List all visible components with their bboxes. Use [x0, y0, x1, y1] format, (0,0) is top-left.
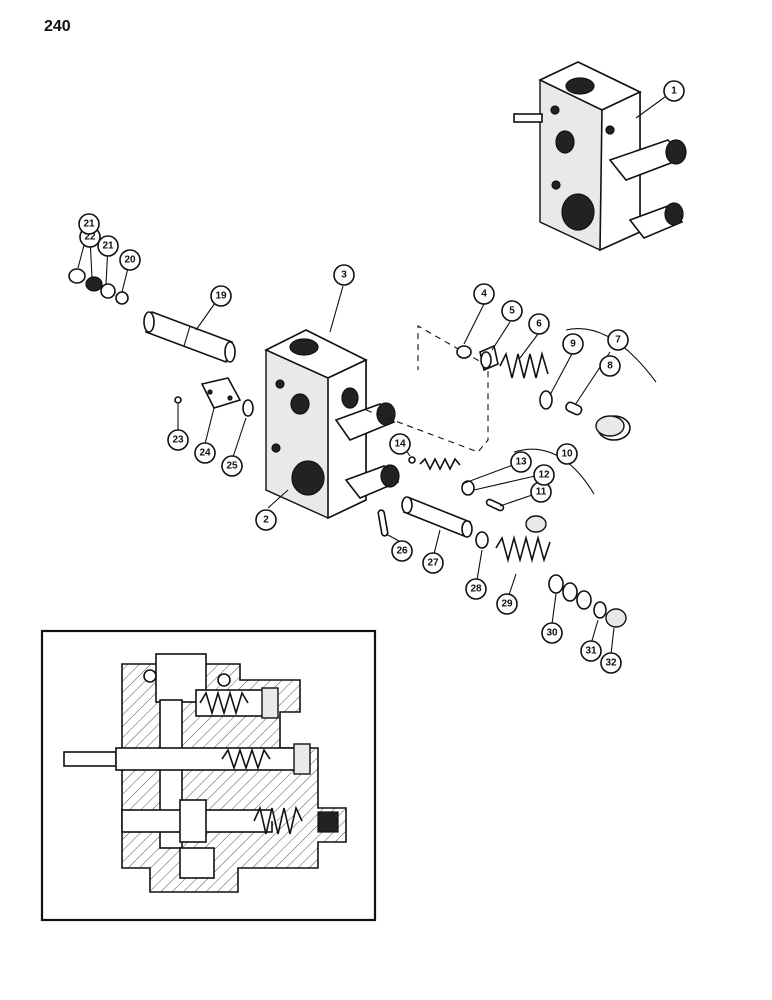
svg-text:20: 20: [124, 255, 136, 266]
callout-7: 7: [607, 329, 629, 351]
svg-text:10: 10: [561, 449, 573, 460]
spring-13: [419, 457, 461, 471]
callout-23: 23: [167, 429, 189, 451]
svg-text:22: 22: [84, 232, 96, 243]
assembly-guide-outline: [365, 325, 489, 453]
spool-27: [401, 496, 473, 538]
ring-21b: [100, 283, 116, 299]
spool-upper: [143, 310, 236, 364]
svg-text:6: 6: [536, 319, 542, 330]
svg-text:5: 5: [509, 306, 515, 317]
svg-text:21: 21: [83, 219, 95, 230]
svg-text:14: 14: [394, 439, 406, 450]
o-ring-25: [242, 399, 254, 417]
ring-28: [475, 531, 489, 549]
callout-26: 26: [391, 540, 413, 562]
ring-21a: [68, 268, 86, 284]
svg-text:26: 26: [396, 546, 408, 557]
svg-text:31: 31: [585, 646, 597, 657]
spring-29: [495, 534, 551, 564]
callout-14: 14: [389, 433, 411, 455]
svg-text:24: 24: [199, 448, 211, 459]
callout-32: 32: [600, 652, 622, 674]
callout-27: 27: [422, 552, 444, 574]
callout-8: 8: [599, 355, 621, 377]
svg-text:29: 29: [501, 599, 513, 610]
o-ring-31: [593, 601, 607, 619]
o-ring-12: [461, 480, 475, 496]
callout-25: 25: [221, 455, 243, 477]
page-number: 240: [44, 18, 71, 35]
callout-21-left: 21: [78, 213, 100, 235]
svg-text:8: 8: [607, 361, 613, 372]
callout-12: 12: [533, 464, 555, 486]
svg-text:7: 7: [615, 335, 621, 346]
callout-1: 1: [663, 80, 685, 102]
spring-6: [499, 350, 549, 379]
callout-29: 29: [496, 593, 518, 615]
svg-text:27: 27: [427, 558, 439, 569]
cutaway-inset: [40, 629, 377, 922]
callout-6: 6: [528, 313, 550, 335]
callout-24: 24: [194, 442, 216, 464]
svg-text:11: 11: [536, 487, 547, 498]
callout-3: 3: [333, 264, 355, 286]
svg-text:9: 9: [570, 339, 576, 350]
svg-text:13: 13: [515, 457, 527, 468]
o-ring-9: [539, 390, 553, 410]
svg-text:3: 3: [341, 270, 347, 281]
callout-30: 30: [541, 622, 563, 644]
plug-32: [605, 608, 627, 628]
svg-text:28: 28: [470, 584, 482, 595]
svg-text:25: 25: [226, 461, 238, 472]
wiper-22: [85, 276, 103, 292]
callout-20: 20: [119, 249, 141, 271]
svg-text:30: 30: [546, 628, 558, 639]
callout-10: 10: [556, 443, 578, 465]
plug-10: [525, 515, 547, 533]
svg-text:32: 32: [605, 658, 617, 669]
cover-plate: [200, 377, 242, 409]
ball-14: [408, 456, 416, 464]
pin-11: [485, 498, 505, 512]
pin-26: [377, 509, 389, 537]
svg-text:12: 12: [538, 470, 550, 481]
svg-text:19: 19: [215, 291, 227, 302]
valve-body: [264, 329, 400, 520]
check-seat-5: [479, 344, 499, 372]
callout-2: 2: [255, 509, 277, 531]
check-poppet-4: [456, 345, 472, 359]
pin-8: [565, 401, 583, 416]
callout-31: 31: [580, 640, 602, 662]
callout-5: 5: [501, 300, 523, 322]
valve-body-assembled: [513, 61, 687, 252]
callout-19: 19: [210, 285, 232, 307]
callout-4: 4: [473, 283, 495, 305]
svg-text:2: 2: [263, 515, 269, 526]
shims-30: [548, 574, 592, 610]
svg-text:21: 21: [102, 241, 114, 252]
callout-28: 28: [465, 578, 487, 600]
plug-7: [595, 415, 631, 441]
svg-text:1: 1: [671, 86, 677, 97]
o-ring-20: [115, 291, 129, 305]
svg-text:4: 4: [481, 289, 487, 300]
screw-23: [174, 396, 182, 404]
svg-text:23: 23: [172, 435, 184, 446]
callout-21-right: 21: [97, 235, 119, 257]
callout-13: 13: [510, 451, 532, 473]
callout-9: 9: [562, 333, 584, 355]
